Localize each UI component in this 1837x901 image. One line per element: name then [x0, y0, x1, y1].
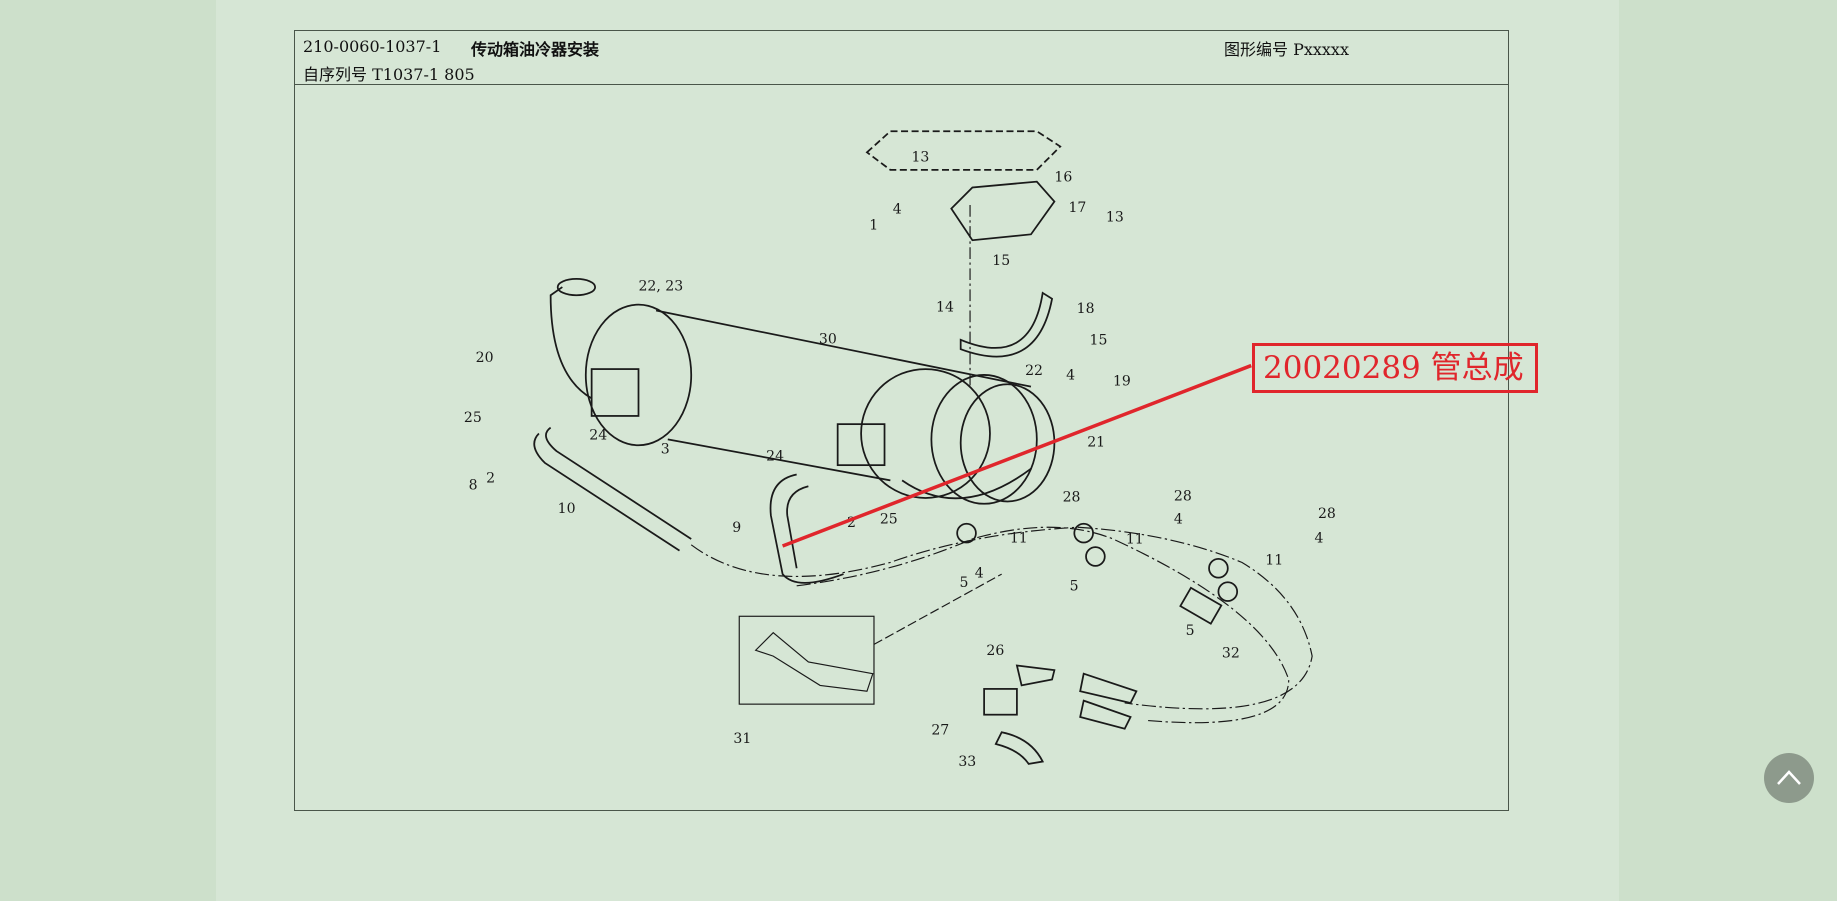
flange-left: [584, 303, 693, 447]
scroll-to-top-button[interactable]: [1764, 753, 1814, 803]
part-number-label: 26: [986, 643, 1004, 659]
part-number-label: 32: [1222, 645, 1240, 661]
part-number-label: 4: [893, 201, 902, 217]
part-number-label: 13: [911, 150, 929, 166]
part-number-label: 25: [464, 410, 482, 426]
part-number-label: 28: [1063, 489, 1081, 505]
part-number-label: 4: [1066, 368, 1075, 384]
part-number-label: 11: [1265, 553, 1283, 569]
drawing-code: 210-0060-1037-1: [303, 37, 442, 56]
part-number-label: 2: [847, 515, 856, 531]
part-number-label: 10: [558, 501, 576, 517]
hose: [533, 426, 692, 552]
port-block: [836, 423, 886, 467]
part-number-label: 13: [1106, 209, 1124, 225]
part-number-label: 17: [1068, 200, 1086, 216]
port-block: [590, 368, 640, 417]
part-number-label: 21: [1087, 434, 1105, 450]
part-number-label: 33: [958, 754, 976, 770]
pipe-assembly: [769, 473, 844, 584]
flange-right: [860, 368, 991, 499]
part-number-label: 28: [1318, 506, 1336, 522]
part-number-label: 18: [1077, 301, 1095, 317]
part-number-label: 24: [589, 427, 607, 443]
part-number-label: 1: [869, 218, 878, 234]
part-number-label: 19: [1113, 373, 1131, 389]
part-number-label: 27: [931, 723, 949, 739]
drawing-frame: 210-0060-1037-1 传动箱油冷器安装 图形编号 Pxxxxx 自序列…: [294, 30, 1509, 811]
bracket: [950, 180, 1056, 242]
part-number-label: 5: [960, 575, 969, 591]
part-number-label: 20: [476, 350, 494, 366]
part-number-label: 16: [1054, 170, 1072, 186]
part-number-label: 11: [1126, 532, 1144, 548]
part-number-label: 3: [661, 441, 670, 457]
part-number-label: 4: [975, 566, 984, 582]
drawing-header: 210-0060-1037-1 传动箱油冷器安装 图形编号 Pxxxxx 自序列…: [295, 31, 1508, 85]
part-number-label: 2: [486, 471, 495, 487]
part-number-label: 28: [1174, 488, 1192, 504]
part-number-label: 31: [733, 731, 751, 747]
callout-leader-line: [781, 363, 1252, 548]
chevron-up-icon: [1777, 770, 1801, 785]
part-number-label: 25: [880, 512, 898, 528]
part-number-label: 4: [1174, 512, 1183, 528]
part-number-label: 5: [1070, 579, 1079, 595]
part-number-label: 5: [1186, 623, 1195, 639]
serial-number: 自序列号 T1037-1 805: [303, 65, 475, 84]
part-number-label: 14: [936, 300, 954, 316]
cooler-body: [655, 309, 1032, 482]
figure-number: 图形编号 Pxxxxx: [1224, 40, 1349, 59]
part-number-label: 4: [1314, 530, 1323, 546]
strap-clamp: [959, 291, 1054, 358]
part-number-label: 9: [732, 520, 741, 536]
part-number-label: 8: [469, 478, 478, 494]
part-number-label: 22, 23: [638, 279, 683, 295]
part-number-label: 30: [819, 331, 837, 347]
inset-detail: [738, 615, 875, 705]
content-panel: [216, 0, 1619, 901]
part-number-label: 22: [1025, 363, 1043, 379]
part-number-label: 15: [1090, 332, 1108, 348]
elbow-inlet: [549, 286, 593, 400]
part-number-label: 24: [766, 448, 784, 464]
part-number-label: 11: [1010, 530, 1028, 546]
part-number-label: 15: [992, 253, 1010, 269]
part-callout-box: 20020289 管总成: [1252, 343, 1538, 393]
mounting-plate: [865, 130, 1062, 171]
drawing-title: 传动箱油冷器安装: [471, 40, 600, 59]
